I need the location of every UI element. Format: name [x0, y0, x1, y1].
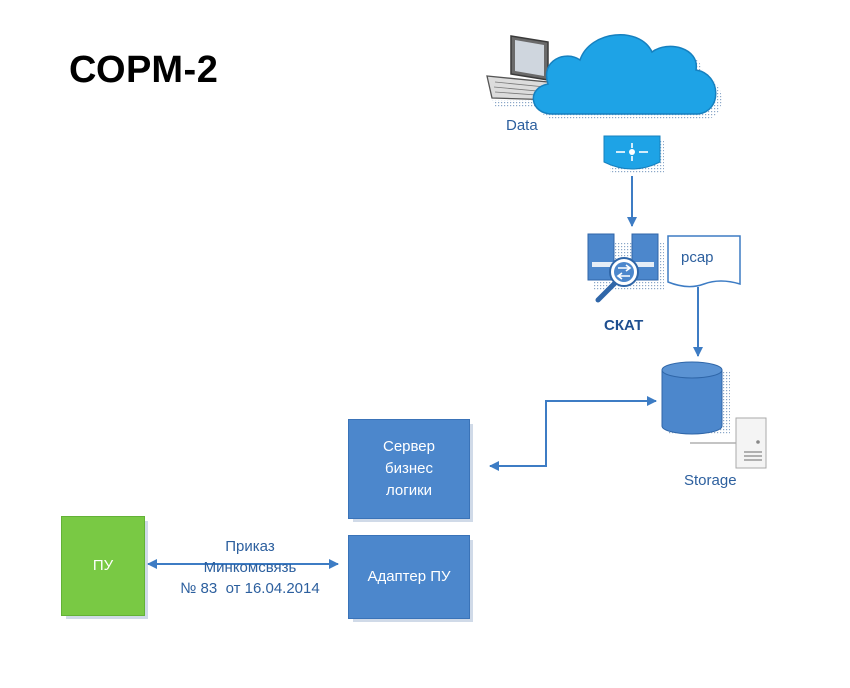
pcap-document-icon [667, 235, 741, 288]
pu-label: ПУ [92, 557, 114, 574]
order-line-1: Приказ [225, 538, 275, 555]
label-data: Data [506, 117, 538, 134]
cloud-icon [532, 34, 722, 120]
adapter-label: Адаптер ПУ [367, 568, 451, 585]
order-line-3: № 83 от 16.04.2014 [180, 580, 320, 597]
order-line-2: Минкомсвязь [203, 559, 297, 576]
pu-box: ПУ [61, 516, 145, 616]
order-text: Приказ Минкомсвязь № 83 от 16.04.2014 [160, 536, 340, 599]
storage-server-icon [690, 417, 767, 469]
label-skat: СКАТ [604, 317, 644, 334]
adapter-pu-box: Адаптер ПУ [348, 535, 470, 619]
connector-storage-server [489, 396, 657, 471]
server-line-1: Сервер [382, 438, 435, 455]
label-pcap: pcap [681, 249, 714, 266]
server-line-2: бизнес [385, 460, 433, 477]
label-storage: Storage [684, 472, 737, 489]
page-title: СОРМ-2 [69, 49, 219, 91]
skat-server-icon [587, 233, 664, 303]
server-line-3: логики [385, 482, 433, 499]
business-logic-server-box: Сервер бизнес логики [348, 419, 470, 519]
router-icon [603, 135, 664, 174]
storage-cylinder-icon [661, 361, 730, 435]
